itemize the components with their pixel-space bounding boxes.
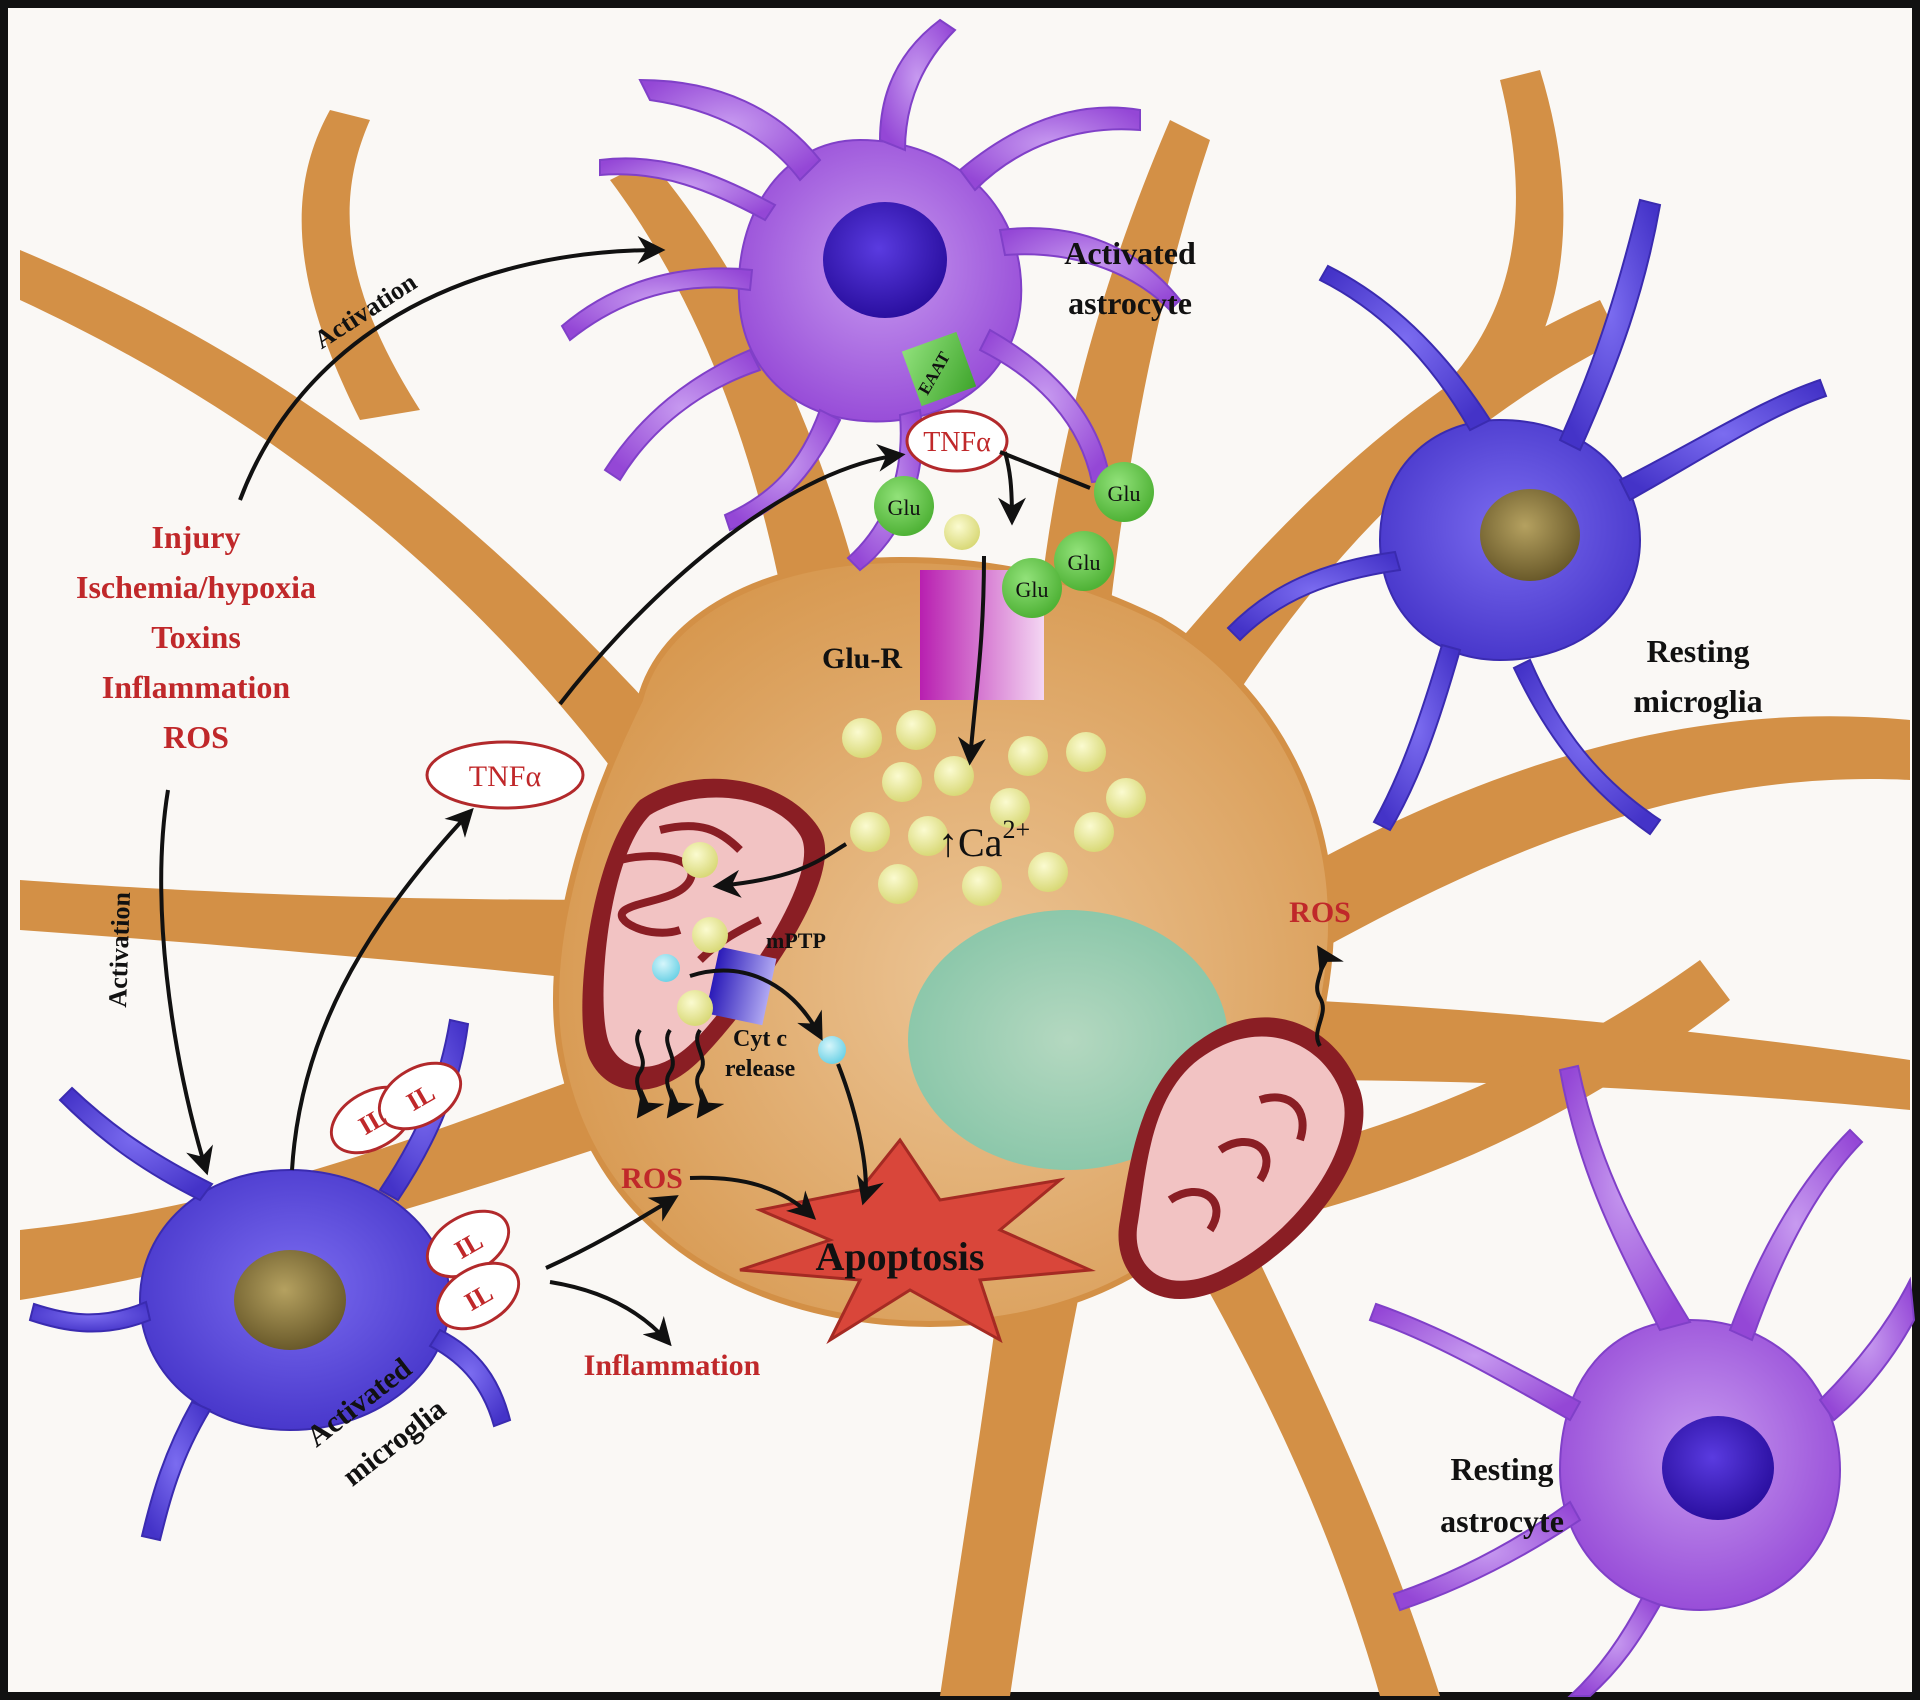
label-glu-receptor: Glu-R [822,642,902,675]
activated-microglia-nucleus [234,1250,346,1350]
dendrite-top-right-branch [1450,70,1564,410]
mptp-pore [705,946,777,1026]
label-resting-microglia-1: Resting [1646,633,1749,669]
label-insult-1: Injury [152,519,241,555]
arrow-il-to-ros [545,1195,679,1270]
apoptosis-burst [739,1137,1096,1345]
arrow-glu-to-ca [957,555,986,766]
dendrite-bottom-right [1180,1220,1440,1696]
label-insult-3: Toxins [151,619,241,655]
resting-microglia-nucleus [1480,489,1580,581]
label-ros-center: ROS [621,1162,683,1195]
label-insult-4: Inflammation [102,669,291,705]
dendrite-bottom [940,1290,1080,1696]
dendrite-top [1040,120,1210,610]
label-glu-3: Glu [1068,550,1101,575]
arrow-cytc-release [689,968,823,1041]
neuron-nucleus [908,910,1228,1170]
arrow-insult-to-microglia [159,789,213,1176]
label-activated-astrocyte-1: Activated [1064,235,1196,271]
label-apoptosis: Apoptosis [816,1234,985,1279]
label-activated-astrocyte-2: astrocyte [1068,285,1192,321]
label-glu-1: Glu [888,495,921,520]
line-tnf-to-glu [999,450,1091,490]
squiggle-ros-left-1 [635,1028,665,1119]
label-cytc-2: release [725,1056,796,1082]
label-inflammation: Inflammation [584,1349,761,1382]
arrow-cytc-to-apoptosis [836,1063,884,1206]
arrow-il-to-inflammation [549,1280,672,1347]
label-insult-5: ROS [163,719,229,755]
label-calcium-sup: 2+ [1002,815,1030,844]
eaat-transporter [901,331,977,407]
label-tnf-left: TNFα [469,760,542,793]
mitochondrion-right [1118,1017,1364,1300]
label-resting-astrocyte-2: astrocyte [1440,1503,1564,1539]
label-calcium-base: ↑Ca [938,820,1003,865]
dendrite-left [20,880,690,990]
label-mptp: mPTP [766,928,826,953]
arrow-tnf-to-glu [997,451,1026,526]
label-resting-microglia-2: microglia [1633,683,1762,719]
label-glu-2: Glu [1108,481,1141,506]
calcium-ions [677,514,1146,1026]
label-tnf-upper: TNFα [923,427,991,458]
dendrite-lower-right-arm [1260,960,1730,1220]
tnf-upper-ellipse [905,409,1009,473]
il-ellipses [329,1061,521,1331]
squiggle-ros-left-3 [695,1028,725,1119]
resting-astrocyte [1368,1064,1916,1697]
cytochrome-c [652,954,846,1064]
arrow-tnf-to-tnf [558,443,906,706]
label-activation-left: Activation [103,891,136,1008]
tnf-left-ellipse [425,740,585,810]
arrow-ros-to-apoptosis [689,1175,817,1220]
dendrite-upper-left-branch [301,110,420,420]
label-glu-4: Glu [1016,577,1049,602]
squiggle-ros-right [1315,945,1344,1048]
label-calcium: ↑Ca2+ [938,815,1030,865]
arrow-ca-to-mito [712,842,848,898]
labels: Activated astrocyte Resting microglia Re… [76,235,1763,1539]
label-resting-astrocyte-1: Resting [1450,1451,1553,1487]
arrows [159,236,1344,1347]
label-cytc-1: Cyt c [733,1026,787,1052]
dendrite-far-right [1300,716,1910,950]
label-ros-right: ROS [1289,896,1351,929]
glutamate-molecules [874,462,1154,618]
arrow-microglia-to-tnf [290,807,474,1171]
label-insult-2: Ischemia/hypoxia [76,569,316,605]
activated-astrocyte-nucleus [823,202,947,318]
squiggle-ros-left-2 [665,1028,695,1119]
arrow-insult-to-astrocyte [238,236,666,501]
resting-astrocyte-nucleus [1662,1416,1774,1520]
